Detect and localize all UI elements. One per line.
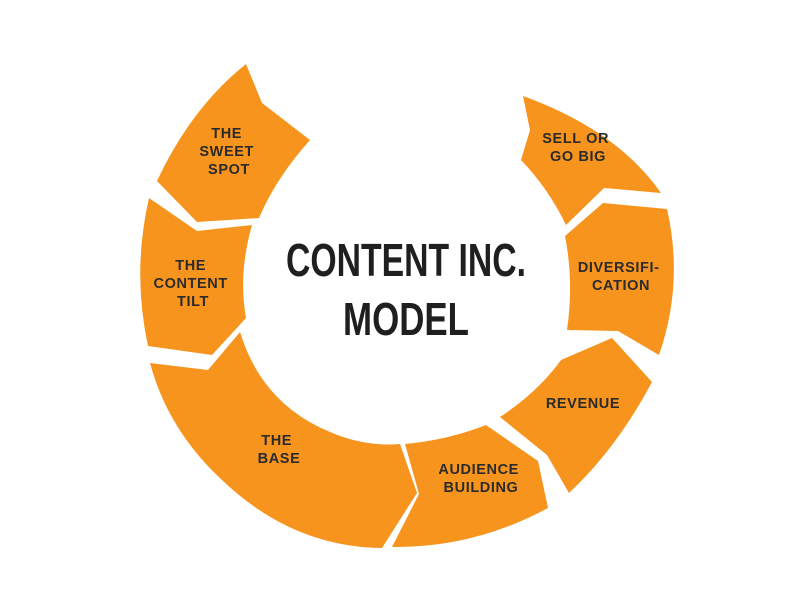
segment-audience-building: AUDIENCE BUILDING [392,425,548,548]
segment-the-base: THE BASE [150,332,417,548]
segment-sell-or-go-big-label: SELL OR GO BIG [542,131,613,165]
segment-the-sweet-spot-shape [157,64,310,222]
center-title: CONTENT INC. MODEL [286,234,526,345]
segment-the-base-label: THE BASE [258,433,301,467]
segment-diversification: DIVERSIFI- CATION [565,203,674,355]
segment-revenue-shape [500,338,652,493]
segment-diversification-label: DIVERSIFI- CATION [578,260,664,294]
segment-sell-or-go-big-shape [521,96,661,225]
segment-the-content-tilt-label: THE CONTENT TILT [154,258,233,310]
segment-audience-building-label: AUDIENCE BUILDING [438,462,523,496]
title-line-2: MODEL [343,293,469,345]
segment-audience-building-shape [392,425,548,548]
title-line-1: CONTENT INC. [286,234,526,286]
segment-sell-or-go-big: SELL OR GO BIG [521,96,661,225]
segment-the-content-tilt-shape [140,198,252,355]
segment-the-sweet-spot-label: THE SWEET SPOT [199,126,258,178]
segment-the-content-tilt: THE CONTENT TILT [140,198,252,355]
segment-diversification-shape [565,203,674,355]
segment-the-sweet-spot: THE SWEET SPOT [157,64,310,222]
segment-revenue: REVENUE [500,338,652,493]
segment-the-base-shape [150,332,417,548]
segment-revenue-label: REVENUE [546,396,620,412]
